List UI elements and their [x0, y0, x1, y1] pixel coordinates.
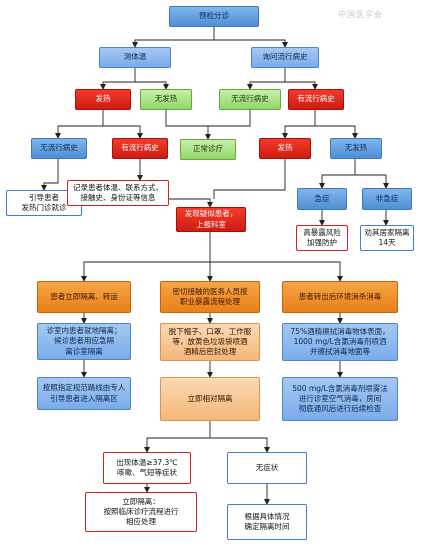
node-asymptomatic: 无症状 [227, 452, 307, 484]
node-fever-a: 发热 [75, 89, 131, 110]
node-alcohol-wipe: 75%酒精擦拭消毒物体表面， 1000 mg/L含氯消毒剂喷洒 并擦拭消毒地面等 [282, 323, 398, 361]
node-record-info: 记录患者体温、联系方式、 接触史、身份证等信息 [67, 180, 169, 206]
node-no-epi-a: 无流行病史 [219, 89, 281, 110]
node-ask-history: 询问流行病史 [251, 47, 319, 68]
node-staff-exposure: 密切接触的医务人员按 职业暴露流程处理 [160, 281, 260, 313]
node-home-isolate: 劝其居家隔离 14天 [360, 225, 414, 251]
node-non-acute: 非急症 [362, 188, 412, 210]
node-no-fever-b: 无发热 [330, 138, 382, 159]
node-high-exposure: 高暴露风险 加强防护 [296, 225, 348, 251]
node-suspected: 发现疑似患者， 上报科室 [176, 207, 246, 232]
node-fever-b: 发热 [259, 138, 311, 159]
node-no-fever: 无发热 [140, 89, 192, 110]
node-has-epi-b: 有流行病史 [112, 138, 168, 159]
node-has-epi-a: 有流行病史 [288, 89, 344, 110]
node-clinic-isolate: 诊室内患者就地隔离； 候诊患者用应急隔 离诊室隔离 [37, 323, 131, 360]
node-immediate-isolation: 立即隔离： 按照临床诊疗流程进行 相应处理 [85, 492, 197, 532]
node-isolate-transfer: 患者立即隔离、转运 [37, 281, 131, 313]
node-designated-route: 按照指定规范路线由专人 引导患者进入隔离区 [37, 377, 131, 410]
node-triage: 预检分诊 [169, 6, 259, 27]
node-no-epi-b: 无流行病史 [31, 138, 87, 159]
node-chlorine-spray: 500 mg/L含氯消毒剂喷雾法 进行诊室空气消毒，房间 彻底通风后进行后续检查 [282, 377, 398, 421]
node-decide-period: 根据具体情况 确定隔离时间 [227, 504, 307, 540]
node-normal-care: 正常诊疗 [180, 139, 236, 160]
node-relative-isolation: 立即相对隔离 [160, 377, 260, 421]
watermark-text: 中国医学会 [338, 10, 383, 19]
node-measure-temp: 测体温 [99, 47, 171, 68]
node-terminal-disinfect: 患者转出后环境消杀消毒 [282, 281, 398, 313]
node-ppe-removal: 脱下帽子、口罩、工作服 等，放黄色垃圾袋喷酒 酒精后密封处理 [160, 323, 260, 361]
node-acute: 急症 [297, 188, 347, 210]
node-symptoms: 出现体温≥37.3℃ 咳嗽、气短等症状 [103, 452, 191, 484]
